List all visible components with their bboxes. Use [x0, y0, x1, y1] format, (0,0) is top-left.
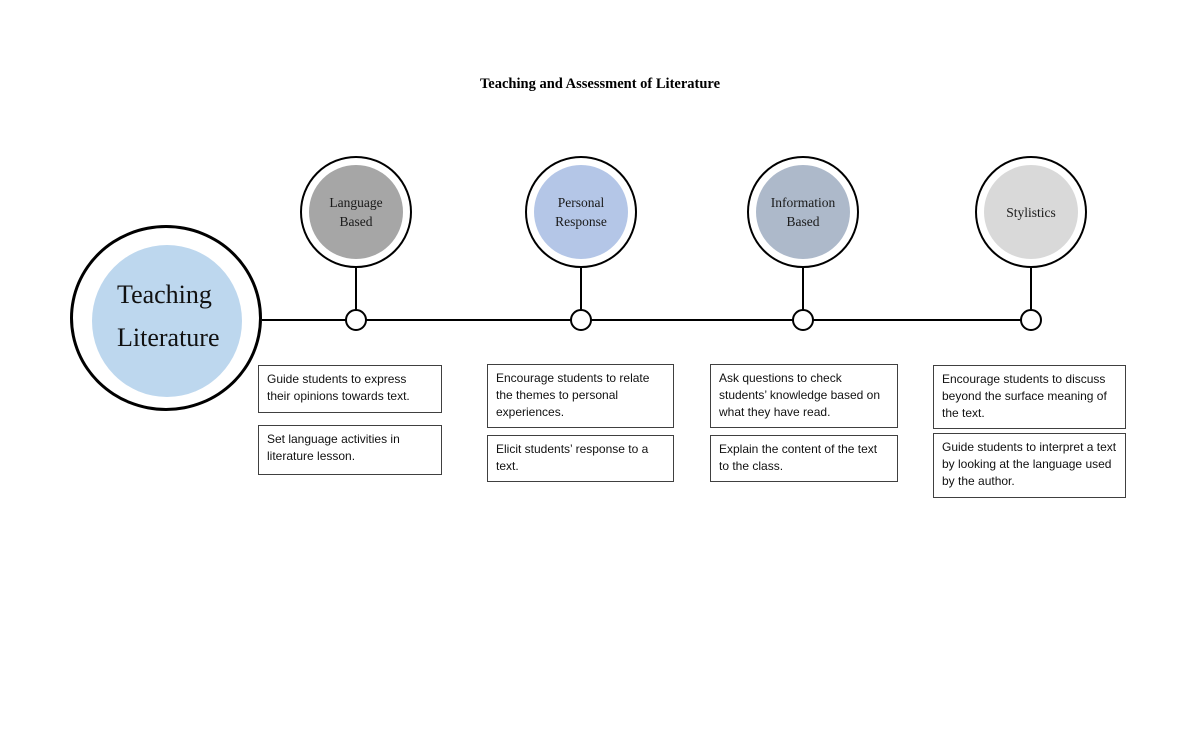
branch-circle-fill: Stylistics: [984, 165, 1078, 259]
branch-circle-fill: Personal Response: [534, 165, 628, 259]
branch-node-circle: [792, 309, 814, 331]
branch-node-circle: [570, 309, 592, 331]
note-box: Set language activities in literature le…: [258, 425, 442, 475]
branch-circle-label: Language Based: [329, 195, 383, 229]
branch-circle-label: Personal Response: [555, 195, 607, 229]
note-box: Encourage students to relate the themes …: [487, 364, 674, 428]
note-box: Explain the content of the text to the c…: [710, 435, 898, 482]
branch-stub-line: [802, 268, 804, 310]
note-box: Encourage students to discuss beyond the…: [933, 365, 1126, 429]
branch-stub-line: [1030, 268, 1032, 310]
note-box: Guide students to express their opinions…: [258, 365, 442, 413]
diagram-title: Teaching and Assessment of Literature: [479, 76, 721, 92]
note-box: Guide students to interpret a text by lo…: [933, 433, 1126, 498]
branch-circle-fill: Information Based: [756, 165, 850, 259]
branch-circle-label: Information Based: [770, 195, 836, 229]
branch-stub-line: [355, 268, 357, 310]
branch-node-circle: [345, 309, 367, 331]
main-connector-line: [262, 319, 1031, 321]
branch-circle-label: Stylistics: [1006, 204, 1056, 220]
note-box: Ask questions to check students’ knowled…: [710, 364, 898, 428]
note-box: Elicit students’ response to a text.: [487, 435, 674, 482]
branch-circle-fill: Language Based: [309, 165, 403, 259]
branch-node-circle: [1020, 309, 1042, 331]
branch-stub-line: [580, 268, 582, 310]
root-circle-label: Teaching Literature: [117, 280, 220, 352]
root-circle-fill: [92, 245, 242, 397]
